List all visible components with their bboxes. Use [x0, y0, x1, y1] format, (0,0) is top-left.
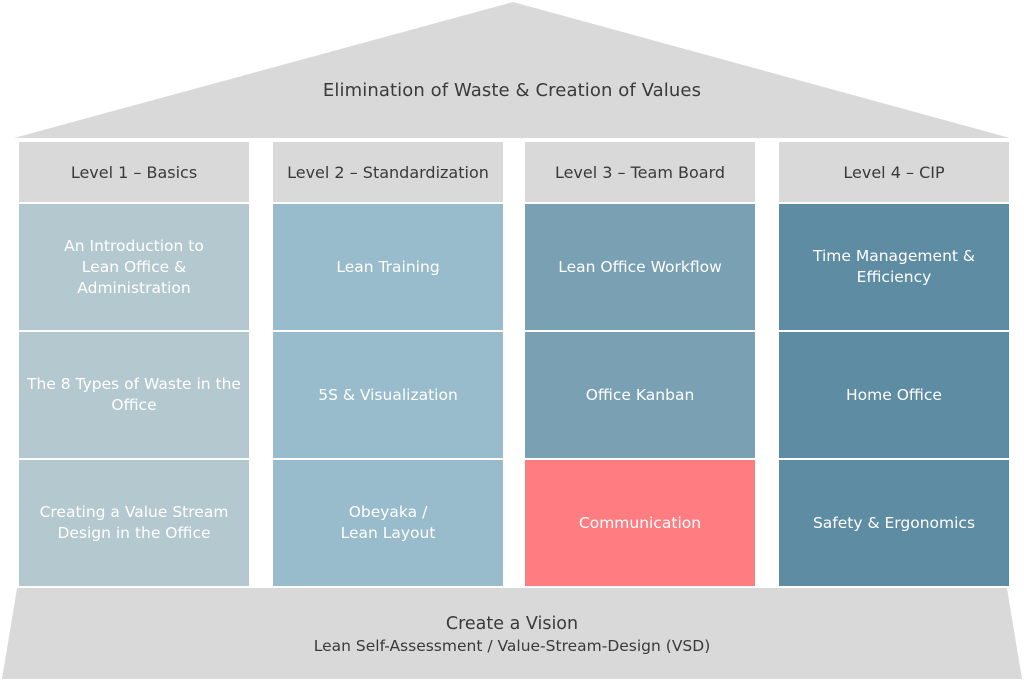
roof-title: Elimination of Waste & Creation of Value… — [322, 80, 702, 101]
pillar-header-level-3: Level 3 – Team Board — [525, 142, 755, 202]
pillar-level-3: Level 3 – Team Board Lean Office Workflo… — [525, 142, 755, 586]
topic-lean-office-intro: An Introduction to Lean Office & Adminis… — [19, 204, 249, 330]
topic-obeyaka-lean-layout: Obeyaka / Lean Layout — [273, 460, 503, 586]
topic-lean-training: Lean Training — [273, 204, 503, 330]
topic-time-management: Time Management & Efficiency — [779, 204, 1009, 330]
foundation — [0, 588, 1024, 680]
topic-8-types-of-waste: The 8 Types of Waste in the Office — [19, 332, 249, 458]
topic-home-office: Home Office — [779, 332, 1009, 458]
pillar-header-level-1: Level 1 – Basics — [19, 142, 249, 202]
pillar-level-4: Level 4 – CIP Time Management & Efficien… — [779, 142, 1009, 586]
roof-shape — [14, 2, 1010, 138]
foundation-shape — [2, 588, 1022, 679]
topic-communication-highlighted: Communication — [525, 460, 755, 586]
pillar-level-2: Level 2 – Standardization Lean Training … — [273, 142, 503, 586]
topic-office-kanban: Office Kanban — [525, 332, 755, 458]
topic-5s-visualization: 5S & Visualization — [273, 332, 503, 458]
pillar-header-level-4: Level 4 – CIP — [779, 142, 1009, 202]
foundation-title: Create a Vision — [445, 614, 579, 634]
roof — [0, 0, 1024, 140]
pillar-level-1: Level 1 – Basics An Introduction to Lean… — [19, 142, 249, 586]
foundation-subtitle: Lean Self-Assessment / Value-Stream-Desi… — [313, 637, 711, 655]
topic-safety-ergonomics: Safety & Ergonomics — [779, 460, 1009, 586]
pillar-header-level-2: Level 2 – Standardization — [273, 142, 503, 202]
topic-lean-office-workflow: Lean Office Workflow — [525, 204, 755, 330]
topic-value-stream-design: Creating a Value Stream Design in the Of… — [19, 460, 249, 586]
